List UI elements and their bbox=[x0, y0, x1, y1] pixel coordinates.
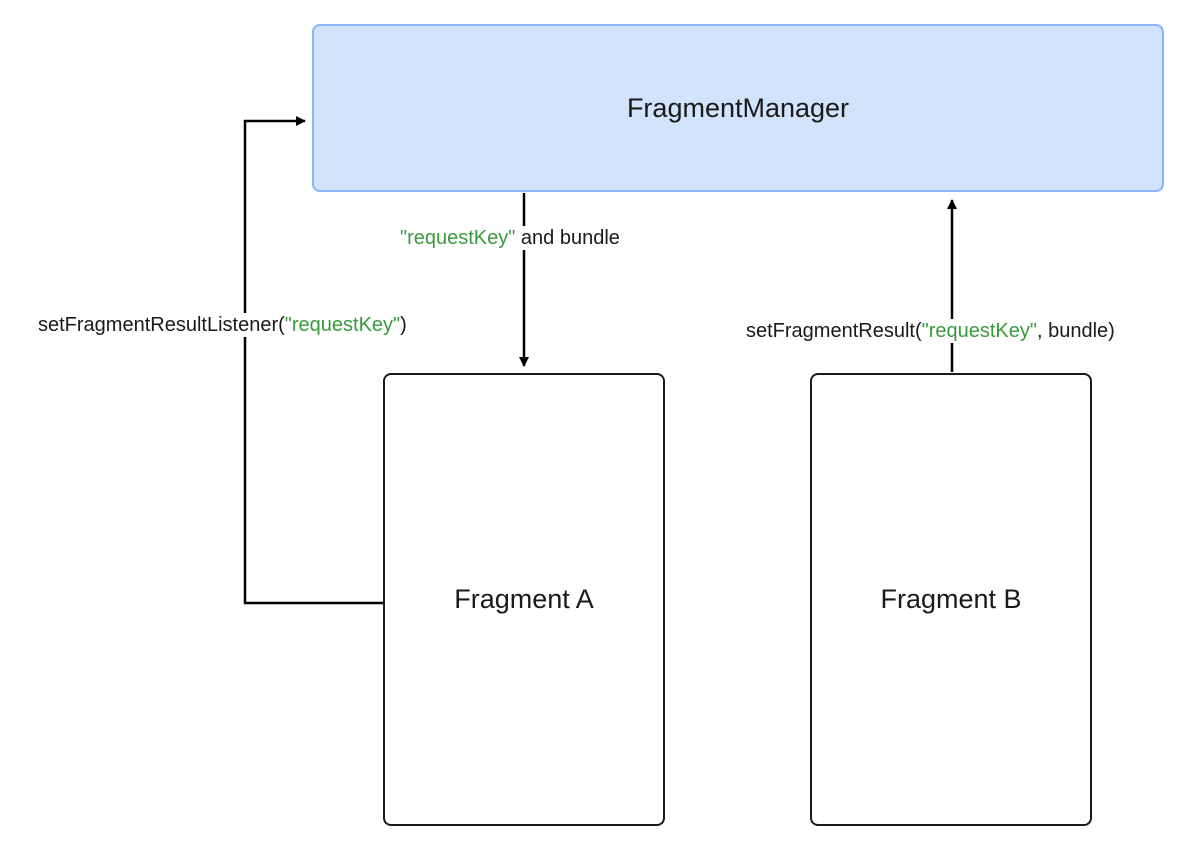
set-fragment-result-label: setFragmentResult("requestKey", bundle) bbox=[744, 319, 1117, 343]
fragment-a-to-manager-arrow bbox=[243, 116, 383, 605]
fragment-a-title: Fragment A bbox=[454, 584, 594, 614]
and-bundle-text: and bundle bbox=[515, 227, 620, 249]
fragment-manager-title: FragmentManager bbox=[626, 92, 850, 123]
listener-request-key-text: "requestKey" bbox=[284, 314, 401, 336]
listener-suffix-text: ) bbox=[400, 314, 407, 336]
fragment-a-box: Fragment A bbox=[383, 373, 665, 826]
set-fragment-result-listener-label: setFragmentResultListener("requestKey") bbox=[36, 313, 409, 337]
fragment-b-title: Fragment B bbox=[880, 584, 1022, 614]
result-suffix-text: , bundle) bbox=[1037, 320, 1115, 342]
result-prefix-text: setFragmentResult( bbox=[746, 320, 922, 342]
fragment-b-box: Fragment B bbox=[810, 373, 1092, 826]
request-key-and-bundle-label: "requestKey" and bundle bbox=[398, 226, 622, 250]
request-key-text: "requestKey" bbox=[400, 227, 516, 249]
result-request-key-text: "requestKey" bbox=[921, 320, 1037, 342]
listener-prefix-text: setFragmentResultListener( bbox=[38, 314, 285, 336]
fragment-manager-box: FragmentManager bbox=[312, 24, 1164, 192]
